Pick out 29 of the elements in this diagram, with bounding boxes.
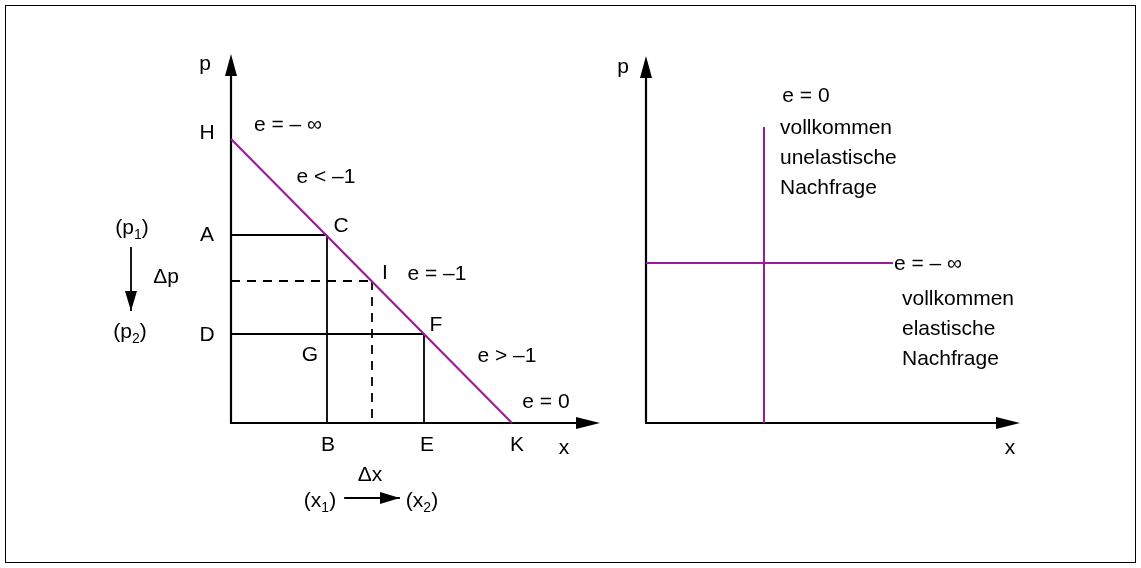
arrow bbox=[125, 246, 137, 312]
axis-label: e > –1 bbox=[477, 342, 537, 368]
axis-label: e = 0 bbox=[782, 82, 830, 108]
axis-label: e = – ∞ bbox=[893, 250, 963, 276]
axis-label: p bbox=[617, 53, 629, 79]
axis-label: e = –1 bbox=[407, 260, 467, 286]
axis-label: C bbox=[333, 212, 349, 238]
variable-label: (p$_{1}$) bbox=[115, 215, 149, 239]
variable-label: (p$_{2}$) bbox=[113, 319, 147, 343]
axis-label: vollkommen elastische Nachfrage bbox=[902, 285, 1016, 371]
axis-label: x bbox=[558, 434, 570, 460]
axis-label: D bbox=[199, 321, 215, 347]
axis-label: I bbox=[382, 259, 388, 285]
axis-label: F bbox=[429, 311, 443, 337]
arrow bbox=[343, 492, 401, 504]
axis-label: p bbox=[199, 50, 211, 76]
axis-label: G bbox=[301, 341, 319, 367]
axis-label: K bbox=[510, 431, 524, 457]
axis-label: vollkommen unelastische Nachfrage bbox=[780, 114, 898, 200]
axis-label: e = – ∞ bbox=[253, 111, 323, 137]
axis-label: H bbox=[199, 119, 215, 145]
axis-label: E bbox=[420, 431, 434, 457]
axis-label: e = 0 bbox=[522, 388, 570, 414]
variable-label: (x$_{2}$) bbox=[405, 488, 439, 512]
axis-label: B bbox=[321, 431, 335, 457]
axis-label: x bbox=[1004, 434, 1016, 460]
axis-label: A bbox=[200, 221, 214, 247]
axis-label: e < –1 bbox=[296, 163, 356, 189]
variable-label: (x$_{1}$) bbox=[303, 488, 337, 512]
